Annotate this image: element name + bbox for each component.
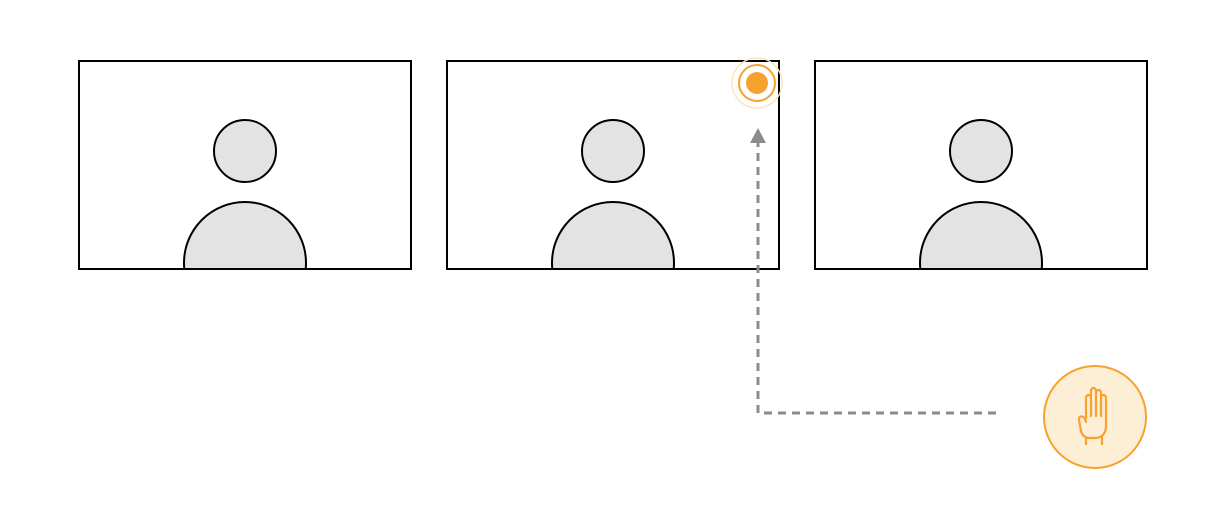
person-silhouette-icon: [183, 119, 307, 268]
avatar-body: [551, 201, 675, 268]
avatar-body: [919, 201, 1043, 268]
participant-video-tile-3[interactable]: [814, 60, 1148, 270]
participant-video-tile-1[interactable]: [78, 60, 412, 270]
person-silhouette-icon: [919, 119, 1043, 268]
raised-hand-icon: [1043, 365, 1147, 469]
person-silhouette-icon: [551, 119, 675, 268]
participant-video-tile-2[interactable]: [446, 60, 780, 270]
avatar-head: [213, 119, 277, 183]
avatar-head: [581, 119, 645, 183]
raise-hand-button[interactable]: [1042, 364, 1148, 470]
avatar-head: [949, 119, 1013, 183]
avatar-body: [183, 201, 307, 268]
